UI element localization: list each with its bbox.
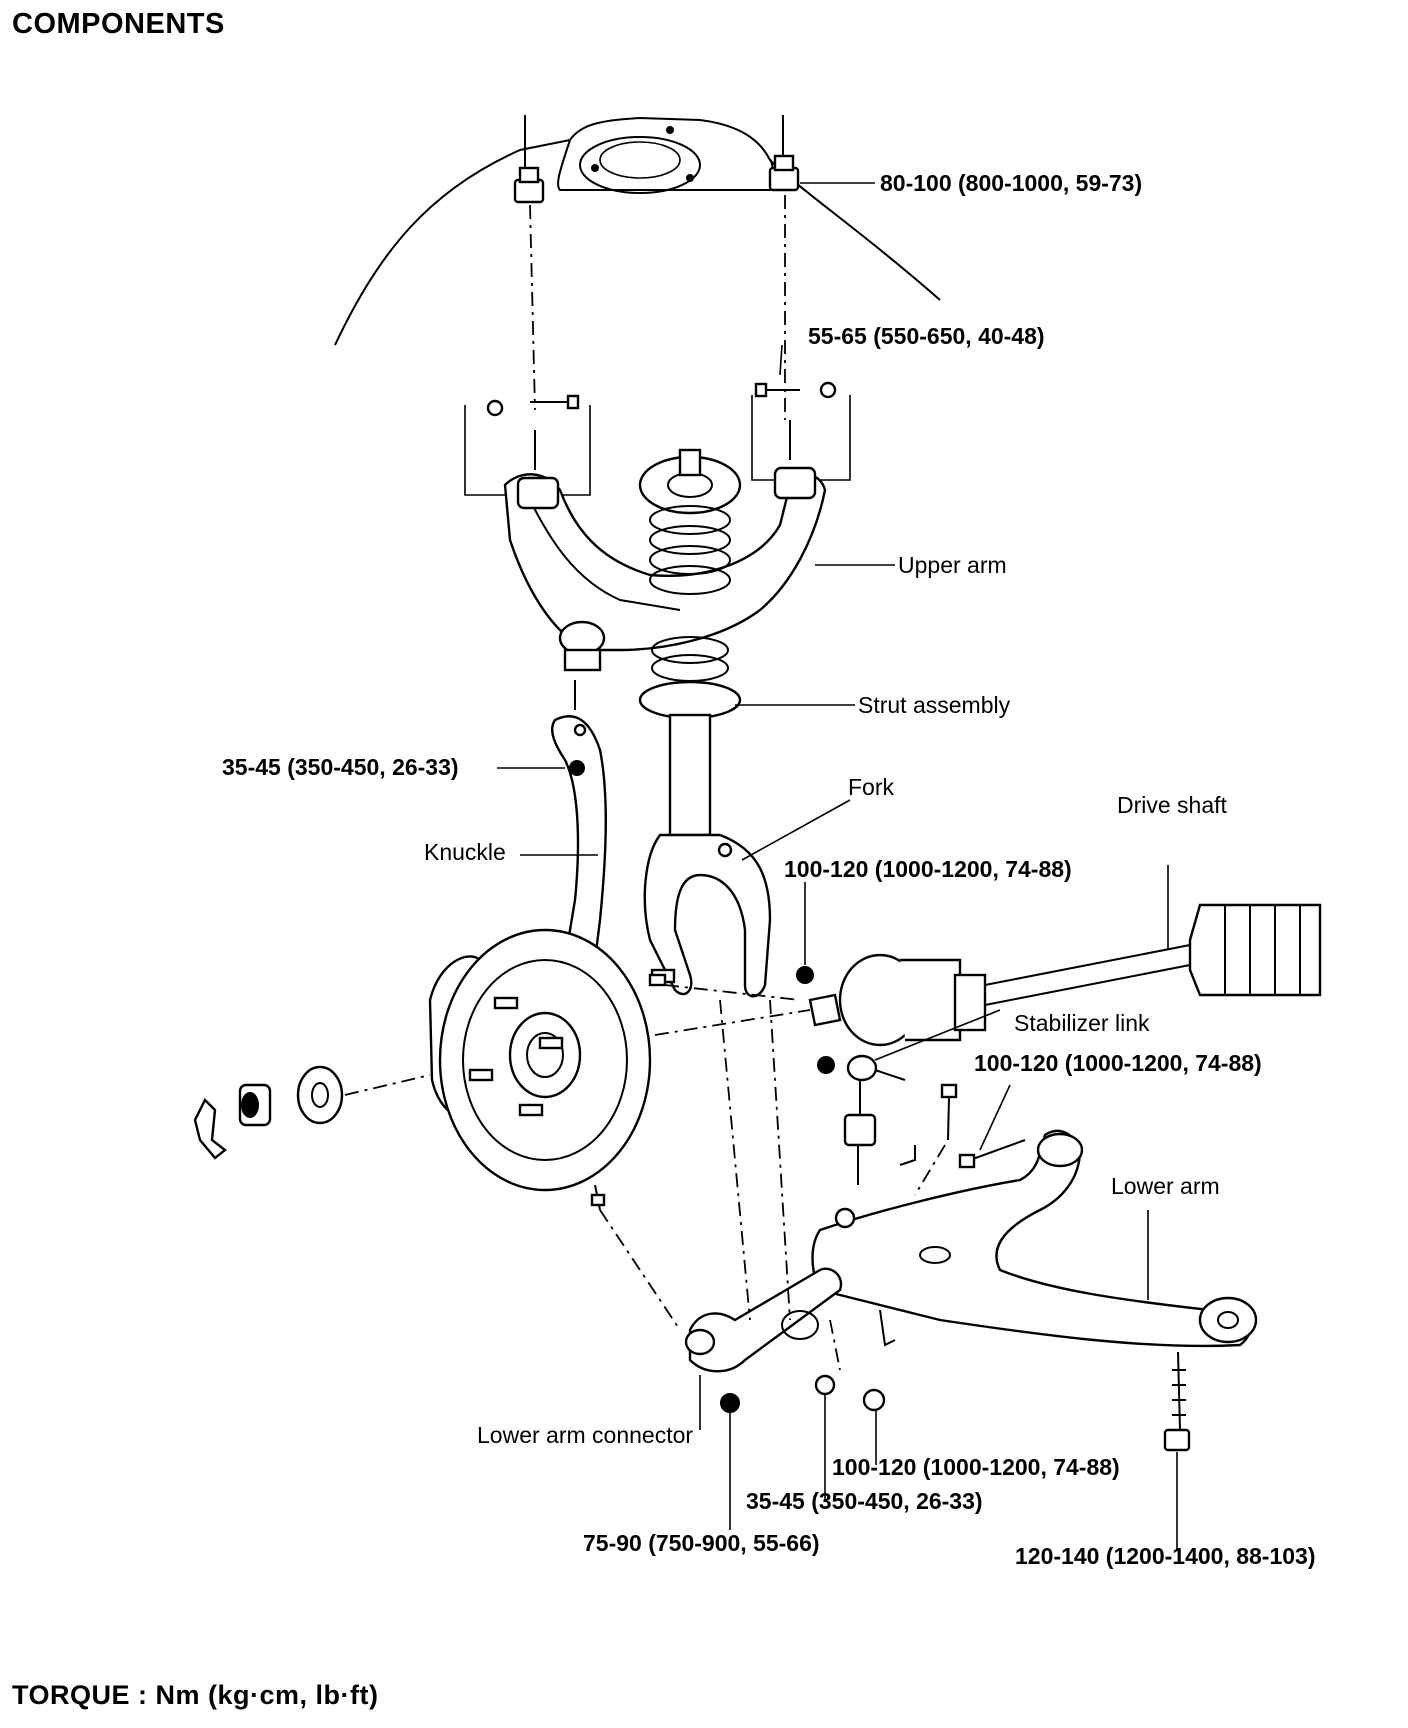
torque-knuckle-upper-nut: 35-45 (350-450, 26-33) [222,754,459,780]
label-lower-arm: Lower arm [1111,1173,1220,1199]
upper-arm-bolts [464,381,851,496]
torque-upper-arm-bolt: 55-65 (550-650, 40-48) [808,323,1045,349]
torque-strut-mount-nut: 80-100 (800-1000, 59-73) [880,170,1143,196]
stabilizer-link [817,1054,906,1185]
strut-mount-nut-left [513,166,545,204]
brake-rotor-hub [428,928,652,1211]
torque-units-legend: TORQUE : Nm (kg·cm, lb·ft) [12,1680,379,1710]
lower-arm-bolts [914,1083,1026,1196]
label-strut-assembly: Strut assembly [858,692,1011,718]
hub-nut-washer [193,1065,344,1160]
torque-ball-joint-nut: 75-90 (750-900, 55-66) [583,1530,820,1556]
label-upper-arm: Upper arm [898,552,1007,578]
torque-lower-arm-bolt: 120-140 (1200-1400, 88-103) [1015,1543,1316,1569]
strut-mount-nut-right [768,154,800,192]
label-knuckle: Knuckle [424,839,506,865]
bottom-nuts [720,1374,886,1413]
torque-lower-arm-nut: 100-120 (1000-1200, 74-88) [832,1454,1120,1480]
label-drive-shaft: Drive shaft [1117,792,1227,818]
torque-fork-bolt: 100-120 (1000-1200, 74-88) [784,856,1072,882]
strut-tower [334,116,941,346]
strut-assembly [638,448,742,837]
torque-connector-nut: 35-45 (350-450, 26-33) [746,1488,983,1514]
lower-arm-long-bolt [1163,1351,1191,1452]
torque-stabilizer-bolt: 100-120 (1000-1200, 74-88) [974,1050,1262,1076]
label-stabilizer-link: Stabilizer link [1014,1010,1150,1036]
lower-arm-connector [684,1267,843,1373]
page-title: COMPONENTS [12,8,225,40]
label-lower-arm-connector: Lower arm connector [477,1422,694,1448]
drive-shaft [808,903,1322,1047]
upper-arm [503,466,827,672]
label-fork: Fork [848,774,894,800]
lower-arm [811,1129,1258,1348]
fork [643,833,772,998]
